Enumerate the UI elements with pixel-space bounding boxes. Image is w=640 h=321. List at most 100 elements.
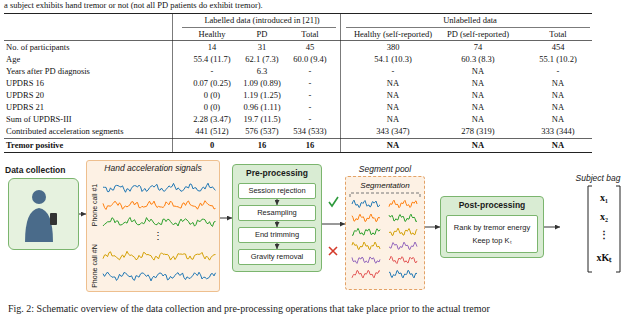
table-cell: NA [387, 90, 399, 101]
table-cell: NA [472, 114, 484, 125]
drawing-part [352, 270, 380, 278]
flow-arrow [425, 227, 440, 228]
drawing-part [389, 200, 417, 208]
drawing-part [352, 257, 380, 263]
vector-bracket [588, 186, 620, 272]
table-cell: - [309, 90, 312, 101]
table-cell: 0 (0) [204, 102, 220, 113]
figure-caption: Fig. 2: Schematic overview of the data c… [8, 302, 490, 315]
row-label: UPDRS 16 [6, 78, 44, 89]
flow-arrow [277, 221, 278, 227]
row-label: UPDRS 20 [6, 90, 44, 101]
table-cell: 45 [306, 42, 315, 53]
signal-label: Phone call #1 [91, 184, 99, 226]
box-label: End trimming [255, 228, 299, 242]
drawing-part [4, 138, 592, 139]
table-cell: NA [472, 66, 484, 77]
drawing-part [32, 190, 46, 204]
box-label: Keep top Kₜ [472, 235, 511, 246]
table-cell: 534 (533) [293, 126, 326, 137]
box-label: Rank by tremor energy [454, 222, 530, 233]
flow-arrow [220, 218, 232, 219]
table-cell: NA [472, 102, 484, 113]
row-label: Years after PD diagnosis [6, 66, 90, 77]
table-cell: 576 (537) [245, 126, 278, 137]
vector-entry: x₂ [600, 211, 608, 223]
table-cell: 54.1 (10.3) [374, 54, 412, 65]
table-cell: 333 (344) [541, 126, 574, 137]
table-header: Labelled data (introduced in [21]) [204, 15, 319, 26]
drawing-part [352, 214, 380, 222]
table-cell: 19.7 (11.5) [243, 114, 280, 125]
table-header: PD [257, 29, 268, 40]
table-cell: NA [387, 114, 399, 125]
drawing-part [103, 272, 216, 281]
table-cell: 0.07 (0.25) [193, 78, 231, 89]
drawing-part [352, 242, 380, 250]
table-cell: 0 [210, 140, 214, 151]
process-box: End trimming [238, 227, 316, 243]
drawing-part [25, 208, 53, 242]
flow-arrow [277, 243, 278, 249]
table-cell: 60.3 (8.3) [461, 54, 494, 65]
drawing-part [103, 217, 216, 226]
table-cell: NA [552, 90, 564, 101]
table-cell: 0.96 (1.11) [243, 102, 280, 113]
drawing-part [389, 228, 417, 235]
table-cell: - [392, 66, 395, 77]
process-box: Resampling [238, 205, 316, 221]
drawing-part [352, 228, 380, 235]
table-cell: NA [472, 78, 484, 89]
table-cell: 343 (347) [376, 126, 409, 137]
box-label: Gravity removal [251, 250, 304, 264]
row-label: Age [6, 54, 20, 65]
flow-arrow [79, 214, 86, 215]
table-cell: 2.28 (3.47) [193, 114, 231, 125]
drawing-part [4, 152, 592, 153]
drawing-part [329, 197, 338, 206]
table-cell: - [309, 102, 312, 113]
drawing-part [103, 251, 216, 260]
table-cell: - [211, 66, 214, 77]
table-header: Total [549, 29, 566, 40]
drawing-part [389, 214, 417, 222]
drawing-part [182, 27, 336, 28]
drawing-part [389, 270, 417, 278]
table-cell: NA [552, 102, 564, 113]
table-header: PD (self-reported) [447, 29, 509, 40]
table-cell: 278 (319) [461, 126, 494, 137]
drawing-part [346, 27, 590, 28]
drawing-part [103, 183, 216, 192]
signal-panel: Hand acceleration signals [86, 160, 220, 292]
table-cell: NA [387, 140, 399, 151]
bag-area: Subject bag [560, 170, 636, 288]
table-cell: 441 (512) [195, 126, 228, 137]
signal-traces [103, 183, 417, 281]
drawing-part [50, 213, 57, 225]
process-box: Gravity removal [238, 249, 316, 265]
table-cell: - [309, 78, 312, 89]
stage-panel: Pre-processingSession rejectionResamplin… [232, 164, 322, 272]
table-header: Unlabelled data [443, 15, 497, 26]
panel-title: Data collection [5, 164, 65, 176]
table-cell: 16 [306, 140, 315, 151]
drawing-part [103, 201, 216, 210]
step-label: Segmentation [360, 180, 409, 191]
table-cell: 1.19 (1.25) [243, 90, 281, 101]
person-icon [25, 190, 57, 242]
panel-title: Hand acceleration signals [104, 162, 201, 174]
table-cell: NA [552, 114, 564, 125]
table-cell: - [557, 66, 560, 77]
row-label: Sum of UPDRS-III [6, 114, 72, 125]
table-cell: NA [552, 140, 564, 151]
table-header: Healthy [199, 29, 226, 40]
process-box: Session rejection [238, 183, 316, 199]
row-label: Contributed acceleration segments [6, 126, 124, 137]
drawing-part [352, 200, 380, 207]
panel-title: Pre-processing [246, 167, 308, 179]
drawing-part [4, 13, 592, 14]
panel-title: Post-processing [459, 199, 526, 211]
table-rules [4, 14, 592, 153]
table-cell: 55.1 (10.2) [539, 54, 577, 65]
